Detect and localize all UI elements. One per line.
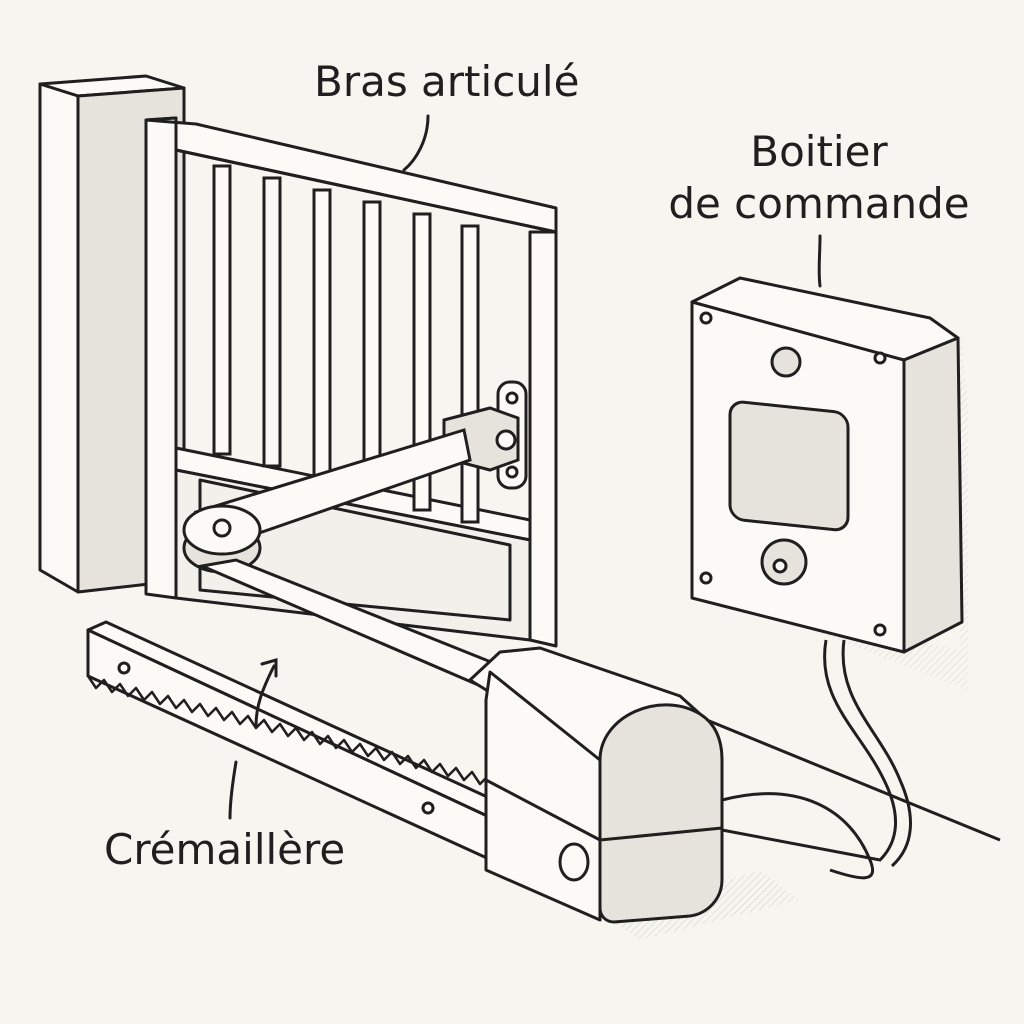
control-box — [690, 276, 964, 654]
rack — [86, 620, 522, 866]
display-window — [728, 400, 850, 532]
leader-rack — [228, 760, 238, 820]
control-box-label-line1: Boitier — [750, 127, 888, 176]
control-box-label: Boitier de commande — [654, 126, 984, 230]
control-cable — [721, 639, 912, 880]
leader-lines — [228, 114, 822, 820]
articulated-arm — [182, 428, 498, 693]
rack-motion-arrow — [254, 664, 276, 728]
arm-label: Bras articulé — [314, 57, 580, 106]
gate-motor — [468, 646, 800, 940]
control-box-shadow — [732, 330, 968, 690]
leader-control-box — [817, 234, 822, 288]
indicator-light — [770, 346, 802, 378]
leader-arm — [402, 114, 430, 172]
control-box-label-line2: de commande — [668, 179, 970, 228]
rack-label: Crémaillère — [104, 825, 346, 874]
